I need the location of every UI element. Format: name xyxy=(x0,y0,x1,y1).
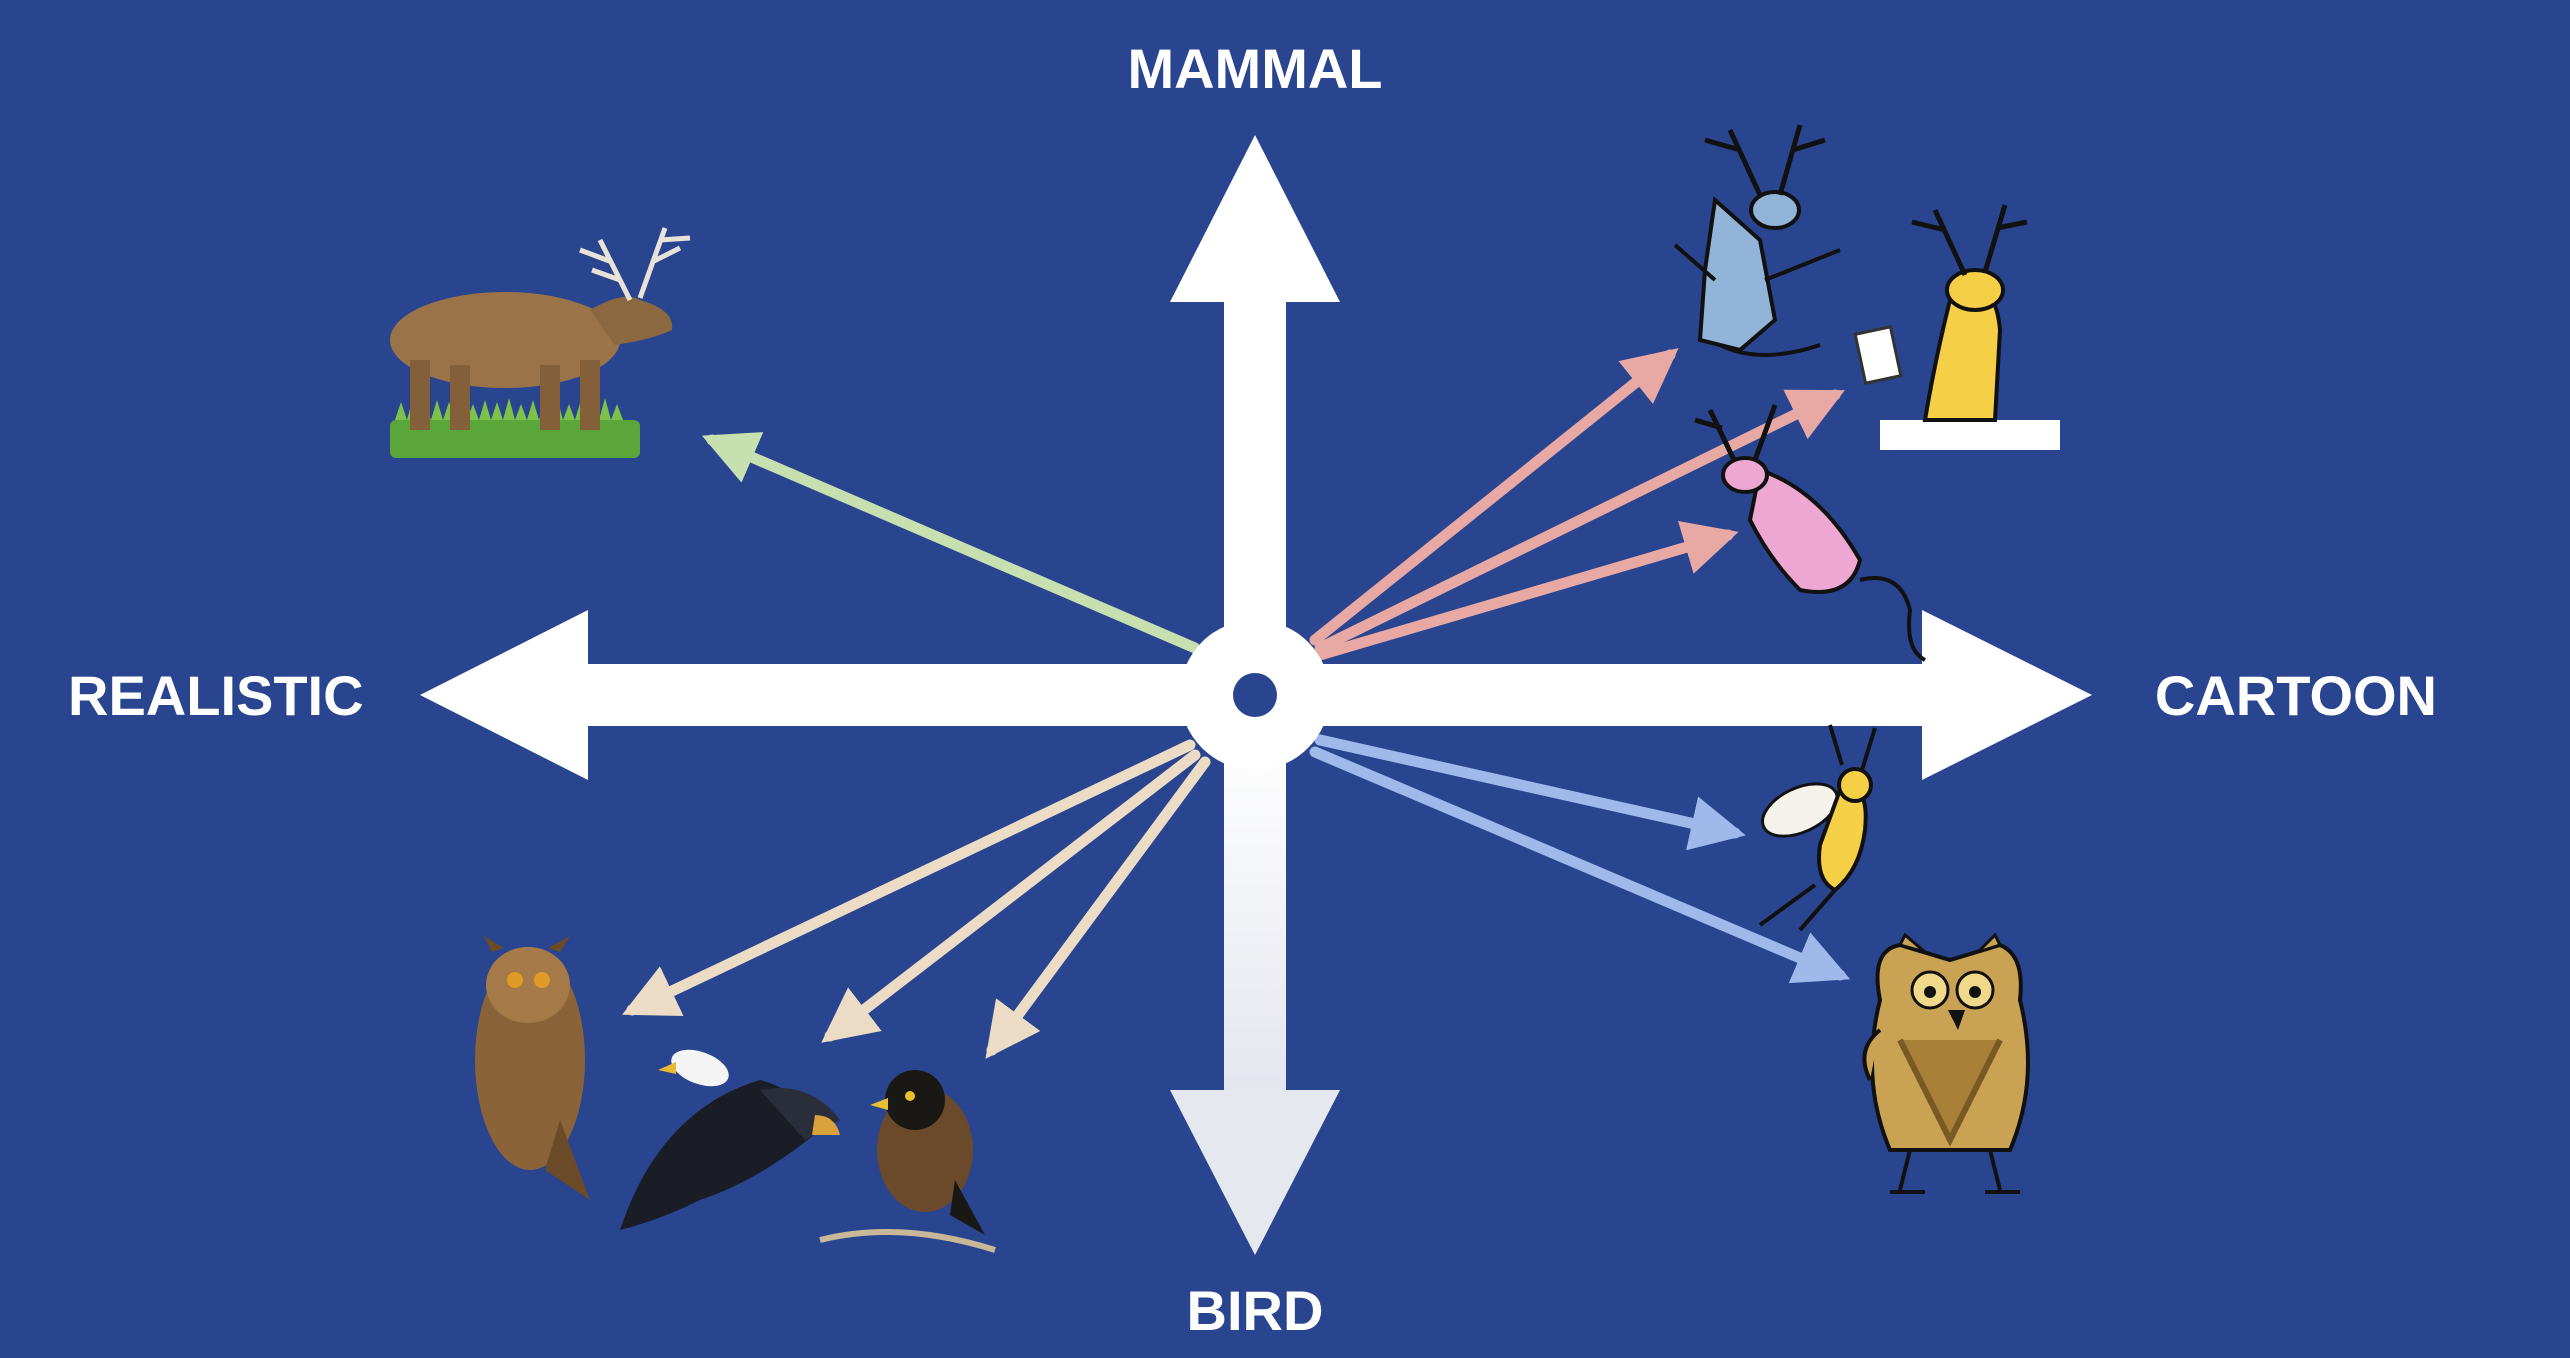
bottom-arrowhead xyxy=(1170,1090,1340,1255)
vector-cartoon-bird-1 xyxy=(1314,734,1746,851)
vector-realistic-bird-1 xyxy=(622,739,1196,1016)
eagle-photo-icon xyxy=(620,1049,840,1230)
owl-photo-icon xyxy=(475,936,590,1200)
elk-photo-icon xyxy=(390,227,691,458)
yellow-bird-icon xyxy=(1758,724,1877,932)
vector-cartoon-mammal-2 xyxy=(1314,389,1845,654)
vector-realistic-mammal xyxy=(701,432,1201,654)
origin-marker xyxy=(1180,620,1330,770)
vector-cartoon-mammal-1 xyxy=(1309,348,1679,646)
myna-photo-icon xyxy=(819,1070,996,1253)
embedding-vectors xyxy=(622,348,1851,1059)
vector-realistic-bird-3 xyxy=(985,756,1211,1059)
left-arrowhead xyxy=(420,610,588,780)
vector-cartoon-mammal-3 xyxy=(1314,521,1739,661)
cartoon-owl-icon xyxy=(1862,932,2030,1194)
yellow-deer-icon xyxy=(1853,204,2060,450)
vector-realistic-bird-2 xyxy=(821,749,1201,1043)
top-arrowhead xyxy=(1170,135,1340,302)
blue-deer-icon xyxy=(1673,124,1841,357)
pink-deer-icon xyxy=(1694,404,1927,662)
axis-label-left: REALISTIC xyxy=(68,664,364,727)
right-arrowhead xyxy=(1922,610,2092,780)
axis-label-bottom: BIRD xyxy=(1187,1279,1324,1342)
vector-cartoon-bird-2 xyxy=(1309,746,1851,984)
axis-label-top: MAMMAL xyxy=(1127,37,1382,100)
axis-label-right: CARTOON xyxy=(2155,664,2437,727)
